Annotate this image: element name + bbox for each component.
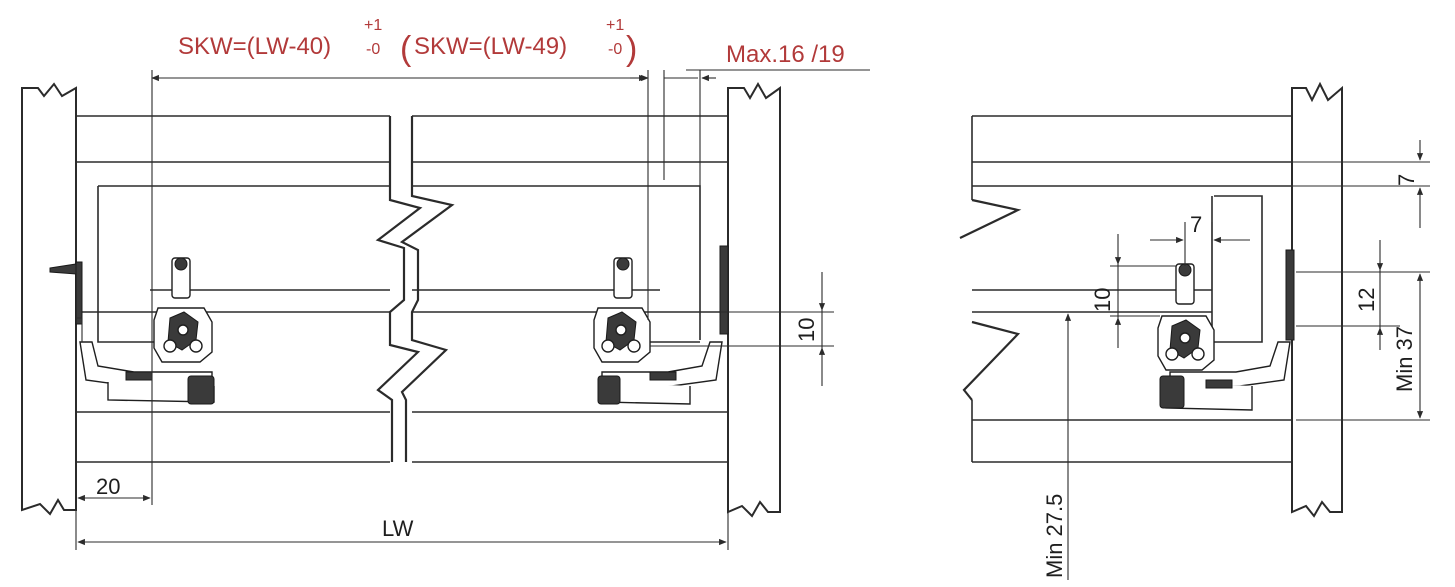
break-line-right: [399, 116, 455, 462]
max-thickness-label: Max.16 /19: [726, 41, 845, 68]
height-10-side-label: 10: [1090, 288, 1115, 312]
right-cabinet-wall: [727, 81, 781, 518]
gap-7-vertical-label: 7: [1394, 174, 1419, 186]
paren-open: (: [400, 30, 412, 68]
min-27-5-label: Min 27.5: [1042, 494, 1067, 578]
height-12-label: 12: [1354, 288, 1379, 312]
min-37-label: Min 37: [1392, 326, 1417, 392]
side-cabinet-wall: [1291, 81, 1343, 518]
skw-alt-tolerance-minus: -0: [608, 41, 622, 58]
left-slide-mechanism: [49, 257, 215, 405]
front-view: [21, 69, 870, 550]
right-slide-mechanism: [593, 245, 729, 405]
lw-label: LW: [382, 516, 414, 541]
side-slide-mechanism: [1157, 249, 1295, 411]
skw-tolerance-minus: -0: [366, 41, 380, 58]
height-10-label: 10: [794, 318, 819, 342]
break-line-left: [375, 116, 423, 462]
side-view: [959, 81, 1430, 580]
skw-formula-label: SKW=(LW-40): [178, 33, 331, 60]
offset-20-label: 20: [96, 474, 120, 499]
skw-alt-tolerance-plus: +1: [606, 17, 624, 34]
paren-close: ): [626, 30, 637, 68]
skw-tolerance-plus: +1: [364, 17, 382, 34]
gap-7-horizontal-label: 7: [1190, 212, 1202, 237]
skw-alt-formula-label: SKW=(LW-49): [414, 33, 567, 60]
left-cabinet-wall: [21, 82, 77, 516]
